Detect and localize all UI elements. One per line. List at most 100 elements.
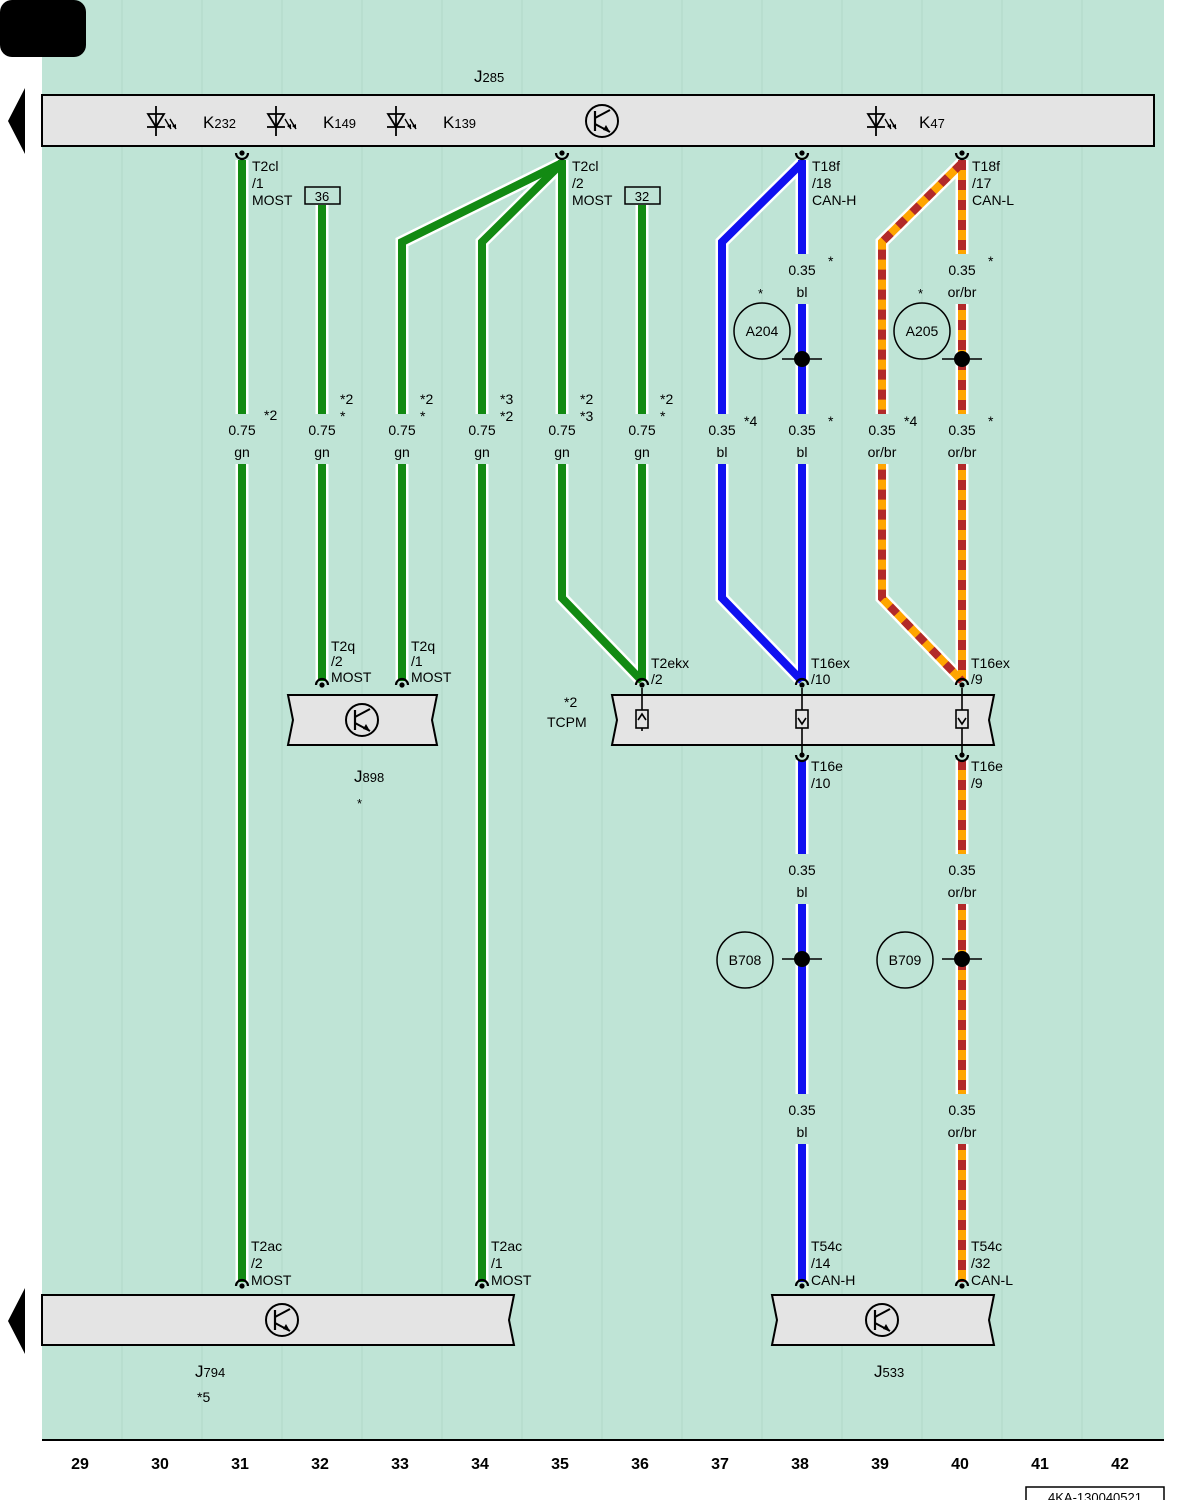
svg-text:or/br: or/br bbox=[868, 444, 897, 460]
tcpm-footnote: *2 bbox=[564, 694, 577, 710]
svg-text:gn: gn bbox=[554, 444, 570, 460]
svg-text:39: 39 bbox=[871, 1456, 889, 1473]
j898-label: J898 bbox=[354, 767, 384, 786]
svg-text:37: 37 bbox=[711, 1456, 729, 1473]
footnote-line: *3 bbox=[580, 408, 593, 424]
svg-text:*: * bbox=[988, 413, 994, 429]
svg-text:gn: gn bbox=[634, 444, 650, 460]
svg-text:bl: bl bbox=[797, 1124, 808, 1140]
column-gridlines bbox=[121, 0, 1083, 1440]
svg-text:0.35: 0.35 bbox=[948, 262, 975, 278]
j285-label: J285 bbox=[474, 67, 504, 86]
connector-label: T16ex/9 bbox=[971, 655, 1010, 687]
connector-label: T16e/10 bbox=[811, 758, 843, 791]
reference-box bbox=[1025, 1486, 1165, 1500]
svg-text:bl: bl bbox=[717, 444, 728, 460]
svg-text:0.75: 0.75 bbox=[308, 422, 335, 438]
svg-text:*2*: *2* bbox=[340, 391, 353, 424]
svg-text:A204: A204 bbox=[746, 323, 779, 339]
svg-text:38: 38 bbox=[791, 1456, 809, 1473]
footnote-line: * bbox=[660, 408, 666, 424]
svg-text:41: 41 bbox=[1031, 1456, 1049, 1473]
svg-text:42: 42 bbox=[1111, 1456, 1129, 1473]
svg-text:36: 36 bbox=[315, 189, 329, 204]
connector-label: T2ekx/2 bbox=[651, 655, 689, 687]
svg-text:*: * bbox=[918, 286, 923, 301]
svg-text:34: 34 bbox=[471, 1456, 489, 1473]
svg-text:bl: bl bbox=[797, 284, 808, 300]
svg-text:30: 30 bbox=[151, 1456, 169, 1473]
svg-text:0.75: 0.75 bbox=[548, 422, 575, 438]
j794-component bbox=[41, 1294, 516, 1346]
svg-text:A205: A205 bbox=[906, 323, 939, 339]
svg-text:40: 40 bbox=[951, 1456, 969, 1473]
svg-text:gn: gn bbox=[314, 444, 330, 460]
j533-label: J533 bbox=[874, 1362, 904, 1381]
j533-component bbox=[770, 1294, 996, 1346]
svg-text:or/br: or/br bbox=[948, 1124, 977, 1140]
svg-text:0.35: 0.35 bbox=[868, 422, 895, 438]
svg-text:36: 36 bbox=[631, 1456, 649, 1473]
k47-label: K47 bbox=[919, 113, 945, 132]
svg-text:0.35: 0.35 bbox=[788, 1102, 815, 1118]
svg-text:*: * bbox=[988, 253, 994, 269]
svg-text:B708: B708 bbox=[729, 952, 762, 968]
k149-label: K149 bbox=[323, 113, 356, 132]
svg-text:*: * bbox=[758, 286, 763, 301]
svg-text:29: 29 bbox=[71, 1456, 89, 1473]
svg-text:0.75: 0.75 bbox=[388, 422, 415, 438]
svg-text:*2*3: *2*3 bbox=[580, 391, 593, 424]
svg-text:32: 32 bbox=[635, 189, 649, 204]
svg-text:0.35: 0.35 bbox=[948, 1102, 975, 1118]
j794-label: J794 bbox=[195, 1362, 225, 1381]
svg-text:0.35: 0.35 bbox=[948, 422, 975, 438]
svg-text:*: * bbox=[828, 253, 834, 269]
tcpm-label: TCPM bbox=[547, 714, 587, 730]
j898-footnote: * bbox=[357, 796, 362, 811]
svg-text:0.35: 0.35 bbox=[708, 422, 735, 438]
label-gaps bbox=[220, 254, 984, 1144]
footnote-line: * bbox=[340, 408, 346, 424]
svg-text:bl: bl bbox=[797, 444, 808, 460]
svg-text:*: * bbox=[828, 413, 834, 429]
svg-text:gn: gn bbox=[474, 444, 490, 460]
splices: A204 * A205 * B708 B709 bbox=[716, 286, 982, 989]
svg-text:B709: B709 bbox=[889, 952, 922, 968]
reference-number: 4KA-130040521 bbox=[1048, 1490, 1142, 1500]
svg-text:*3*2: *3*2 bbox=[500, 391, 513, 424]
svg-text:*2*: *2* bbox=[660, 391, 673, 424]
svg-text:*4: *4 bbox=[744, 413, 757, 429]
svg-text:or/br: or/br bbox=[948, 284, 977, 300]
page-tab bbox=[0, 0, 86, 57]
svg-text:31: 31 bbox=[231, 1456, 249, 1473]
svg-text:0.75: 0.75 bbox=[468, 422, 495, 438]
continuation-arrow-top bbox=[8, 88, 25, 154]
j898-component bbox=[286, 694, 439, 746]
footnote-line: * bbox=[420, 408, 426, 424]
svg-text:0.35: 0.35 bbox=[948, 862, 975, 878]
svg-text:0.35: 0.35 bbox=[788, 862, 815, 878]
svg-text:gn: gn bbox=[394, 444, 410, 460]
svg-text:*4: *4 bbox=[904, 413, 917, 429]
continuation-arrow-bottom bbox=[8, 1288, 25, 1354]
svg-text:or/br: or/br bbox=[948, 884, 977, 900]
svg-text:32: 32 bbox=[311, 1456, 329, 1473]
diagram-background bbox=[42, 0, 1164, 1440]
svg-text:0.35: 0.35 bbox=[788, 262, 815, 278]
connector-label: T16ex/10 bbox=[811, 655, 850, 687]
footnote-line: *2 bbox=[500, 408, 513, 424]
svg-text:gn: gn bbox=[234, 444, 250, 460]
column-numbers: 29 30 31 32 33 34 35 36 37 38 39 40 41 4… bbox=[71, 1456, 1129, 1473]
k232-label: K232 bbox=[203, 113, 236, 132]
